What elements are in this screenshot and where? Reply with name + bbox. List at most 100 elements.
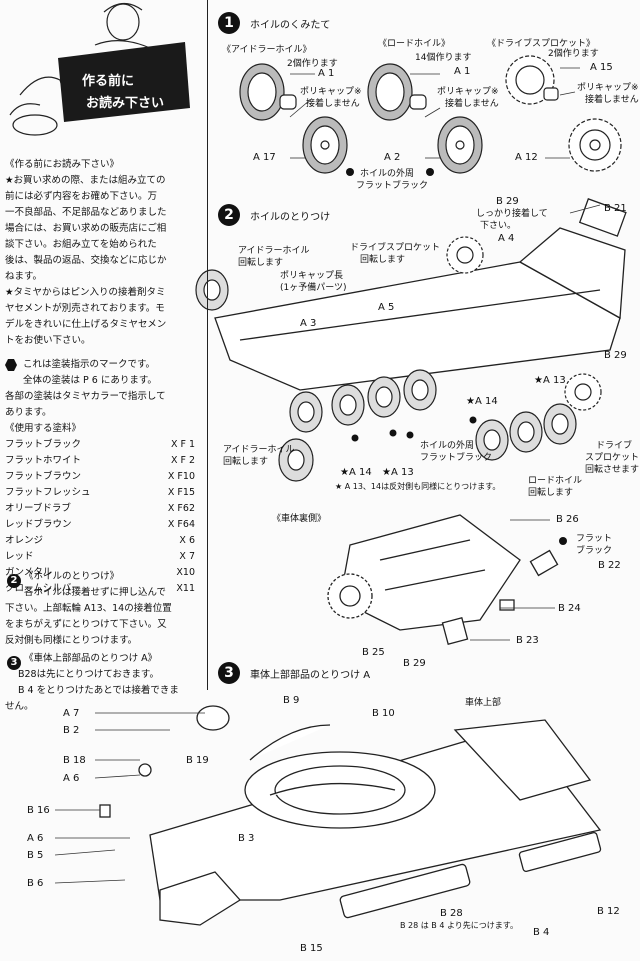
step3-title: 車体上部部品のとりつけ A (250, 670, 371, 681)
paint-name: オレンジ (5, 535, 44, 546)
label-idler-rotates: アイドラーホイル (238, 246, 310, 256)
label-drive-rotate: 回転させます (585, 465, 640, 475)
step2-title: ホイルのとりつけ (250, 212, 331, 223)
part-label: B 12 (597, 906, 620, 917)
paint-code: X F10 (167, 471, 195, 482)
paint-marker (559, 537, 567, 545)
label-no-glue: 接着しません (585, 95, 639, 105)
step2-note-title: 《ホイルのとりつけ》 (24, 571, 120, 582)
paint-row: オリーブドラブ X F62 (5, 501, 195, 517)
part-label: B 18 (63, 755, 86, 766)
label-hull-upper: 車体上部 (465, 698, 502, 708)
paint-name: フラットホワイト (5, 455, 82, 466)
part-label: B 9 (283, 695, 300, 706)
paint-name: フラットフレッシュ (5, 487, 91, 498)
part-label: A 1 (454, 66, 471, 77)
paint-name: クロームシルバー (5, 583, 81, 594)
notes-line: 前には必ず内容をお確め下さい。万 (5, 191, 158, 202)
paint-code: X F64 (167, 519, 195, 530)
hull-upper-drawing (99, 705, 602, 926)
label-polycap-long: (1ヶ予備パーツ) (280, 283, 347, 293)
leader-lines (54, 204, 601, 884)
paint-marker (346, 168, 434, 176)
step2-note-line: 各ホイルは接着せずに押し込んで (24, 587, 167, 598)
notes-line: ねます。 (5, 271, 43, 282)
paint-name: オリーブドラブ (5, 503, 71, 514)
part-label: ★A 13 (534, 375, 566, 386)
label-idler-rotates: アイドラーホイル (223, 445, 295, 455)
part-label: A 2 (384, 152, 401, 163)
label-polycap: ポリキャップ※ (300, 87, 362, 97)
hull-bottom-drawing (327, 514, 559, 646)
paint-code: X F15 (167, 487, 195, 498)
label-flat-black: フラットブラック (420, 453, 493, 463)
label-make-count: 2個作ります (287, 59, 338, 69)
part-label: B 19 (186, 755, 209, 766)
part-label: A 12 (515, 152, 538, 163)
paint-name: フラットブラウン (5, 471, 82, 482)
label-polycap-long: ポリキャップ長 (280, 271, 344, 281)
part-label: B 21 (604, 203, 627, 214)
part-label: A 3 (300, 318, 317, 329)
part-label: ★A 14 (466, 396, 498, 407)
label-glue-firmly: しっかり接着して (476, 209, 548, 219)
part-label: B 24 (558, 603, 581, 614)
part-label: A 4 (498, 233, 515, 244)
label-flat-black: フラット (576, 534, 613, 544)
notes-line: デルをきれいに仕上げるタミヤセメン (5, 319, 167, 330)
paint-code: X F62 (167, 503, 195, 514)
notes-column: 《作る前にお読み下さい》 ★お買い求めの際、または組み立ての 前には必ず内容をお… (5, 157, 200, 597)
part-label: B 3 (238, 833, 255, 844)
road-wheel-drawing (367, 63, 483, 174)
label-polycap: ポリキャップ※ (437, 87, 499, 97)
step2-note-line: 反対側も同様にとりつけます。 (5, 635, 138, 646)
notes-title: 《作る前にお読み下さい》 (5, 159, 120, 170)
paint-mark-text: あります。 (5, 407, 52, 418)
part-label: A 5 (378, 302, 395, 313)
part-label: ★A 14 (340, 467, 372, 478)
label-make-count: 14個作ります (415, 53, 472, 63)
part-label: B 29 (403, 658, 426, 669)
part-label: A 15 (590, 62, 613, 73)
part-label: B 25 (362, 647, 385, 658)
label-road-rotate: ロードホイル (528, 476, 583, 486)
part-label: B 15 (300, 943, 323, 954)
part-label: B 29 (496, 196, 519, 207)
part-label: A 7 (63, 708, 80, 719)
paint-code: X 6 (179, 535, 195, 546)
paint-row: フラットフレッシュ X F15 (5, 485, 195, 501)
step2-note-line: をまちがえずにとりつけて下さい。又 (5, 619, 167, 630)
drive-sprocket-drawing (505, 55, 622, 172)
step3-note-line: B 4 をとりつけたあとでは接着できま (18, 685, 179, 696)
label-glue-firmly: 下さい。 (480, 221, 517, 231)
part-label: B 28 (440, 908, 463, 919)
paint-mark-line: これは塗装指示のマークです。 (5, 357, 200, 373)
label-no-glue: 接着しません (445, 99, 499, 109)
step2-badge-main: 2 (218, 204, 240, 226)
step2-badge: 2 (7, 574, 21, 588)
label-sprocket-rotates: ドライブスプロケット (350, 243, 441, 253)
part-label: A 6 (27, 833, 44, 844)
leader-lines (289, 67, 580, 159)
label-make-count: 2個作ります (548, 49, 599, 59)
label-idler-rotates: 回転します (223, 457, 269, 467)
notes-line: 場合には、お買い求めの販売店にご相 (5, 223, 167, 234)
label-flat-black: フラットブラック (356, 181, 429, 191)
part-label: ★A 13 (382, 467, 414, 478)
label-road-wheel: 《ロードホイル》 (378, 39, 451, 49)
label-wheel-outer: ホイルの外周 (360, 169, 415, 179)
step3-badge: 3 (7, 656, 21, 670)
notes-line: ★お買い求めの際、または組み立ての (5, 175, 166, 186)
part-label: B 29 (604, 350, 627, 361)
part-label: B 23 (516, 635, 539, 646)
part-label: B 6 (27, 878, 44, 889)
idler-wheel-drawing (239, 63, 348, 174)
part-label: A 6 (63, 773, 80, 784)
